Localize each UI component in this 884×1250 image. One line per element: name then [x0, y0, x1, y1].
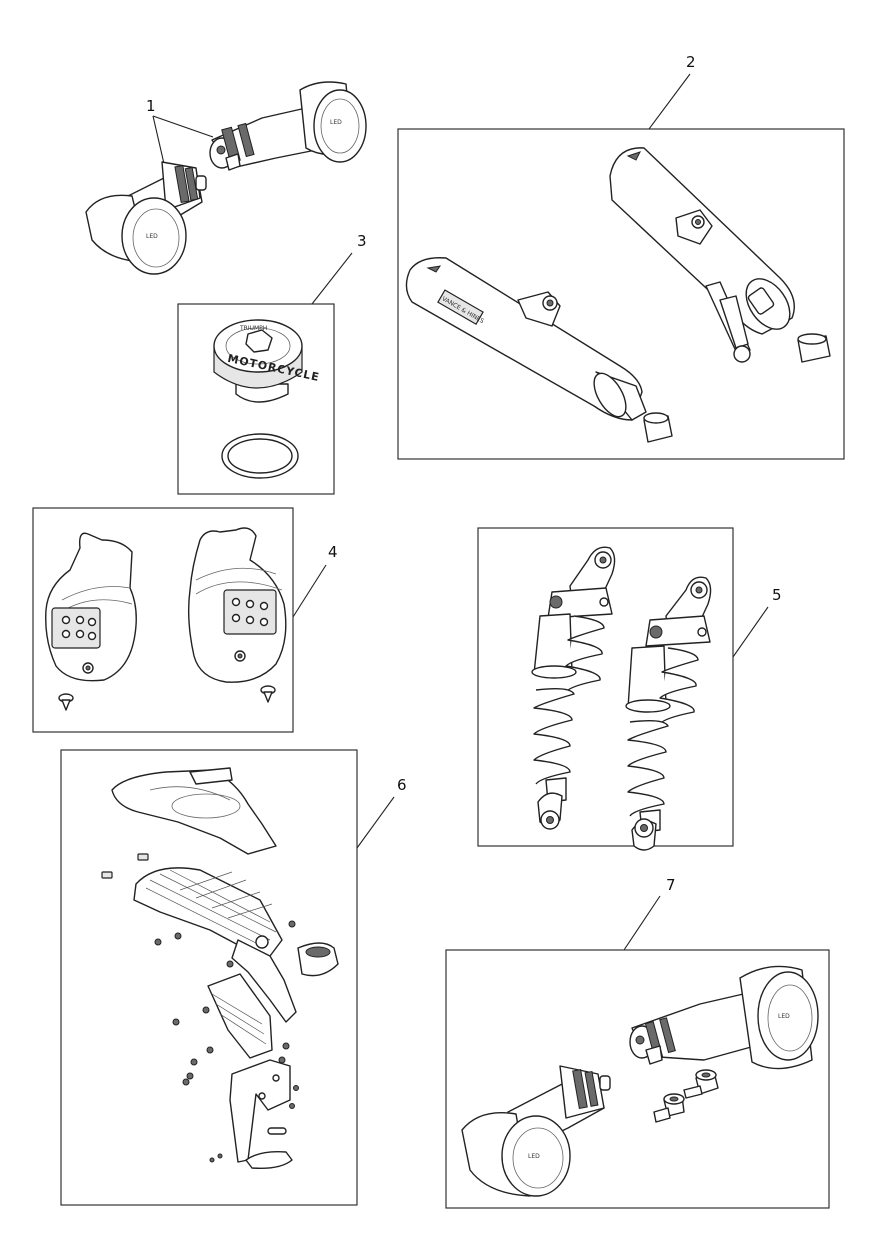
part-6-mudguard-kit: 6 — [60, 749, 407, 1206]
callout-6-leader — [356, 796, 395, 849]
shock-right-spring — [659, 647, 699, 725]
heel-guard-left-screw — [58, 693, 74, 711]
mudguard-clips — [101, 853, 149, 879]
shock-right-lower-spring — [627, 719, 669, 817]
mudguard-lower-bracket — [207, 973, 293, 1170]
heel-guard-right-screw — [260, 685, 276, 703]
callout-5-label: 5 — [772, 586, 782, 604]
part-3-filler-cap: 3 MOTORCYCLE TRIUMPH — [177, 232, 367, 495]
part-5-rear-shocks: 5 — [477, 527, 782, 851]
part-3-frame — [177, 303, 335, 495]
shock-left-lower-spring — [533, 687, 575, 785]
heel-guard-left — [45, 532, 137, 682]
silencer-sleeve-b — [797, 333, 831, 363]
silencer-sleeve-a — [643, 412, 673, 443]
callout-7-leader — [623, 895, 661, 951]
mudguard-top-cover — [111, 767, 277, 855]
callout-4-label: 4 — [328, 543, 338, 561]
callout-7-label: 7 — [666, 876, 676, 894]
part-4-heel-guards: 4 — [32, 507, 338, 733]
part-7-indicators: 7 LED LED — [445, 876, 830, 1209]
indicator-upper-right-lens-text: LED — [778, 1013, 790, 1020]
filler-cap-o-ring — [221, 433, 299, 479]
indicator-lower-left-lens-text: LED — [528, 1153, 540, 1160]
indicator-lower-left: LED — [461, 1065, 611, 1197]
part-2-frame — [397, 128, 845, 460]
callout-1-leader-a — [152, 115, 214, 138]
part-5-frame — [477, 527, 734, 847]
part-1-indicators: 1 LED LED — [85, 81, 367, 275]
indicator-upper-lens-text: LED — [330, 119, 342, 126]
part-2-silencers: 2 VANCE & HINES — [397, 53, 845, 460]
indicator-bolt-b — [653, 1093, 685, 1123]
part-7-frame — [445, 949, 830, 1209]
mudguard-fasteners — [154, 920, 299, 1163]
filler-cap-top-text: TRIUMPH — [239, 325, 267, 332]
part-6-frame — [60, 749, 358, 1206]
filler-cap-knob: MOTORCYCLE TRIUMPH — [213, 319, 321, 403]
callout-6-label: 6 — [397, 776, 407, 794]
shock-left-spring — [565, 615, 605, 693]
silencer-left: VANCE & HINES — [405, 257, 647, 421]
indicator-lower-lens-text: LED — [146, 233, 158, 240]
indicator-upper: LED — [209, 81, 367, 171]
shock-absorber-left — [531, 546, 616, 830]
callout-3-leader — [311, 252, 353, 305]
indicator-lower: LED — [85, 161, 207, 275]
mudguard-main-body — [133, 867, 339, 1023]
callout-2-label: 2 — [686, 53, 696, 71]
callout-5-leader — [732, 606, 769, 658]
callout-2-leader — [648, 73, 691, 130]
callout-1-leader-b — [152, 115, 166, 169]
callout-4-leader — [292, 564, 327, 618]
heel-guard-right — [187, 527, 287, 683]
callout-3-label: 3 — [357, 232, 367, 250]
indicator-bolt-a — [683, 1069, 719, 1099]
shock-absorber-right — [625, 576, 712, 851]
part-4-frame — [32, 507, 294, 733]
silencer-right — [609, 147, 795, 363]
indicator-upper-right: LED — [629, 965, 819, 1070]
callout-1-label: 1 — [146, 97, 156, 115]
